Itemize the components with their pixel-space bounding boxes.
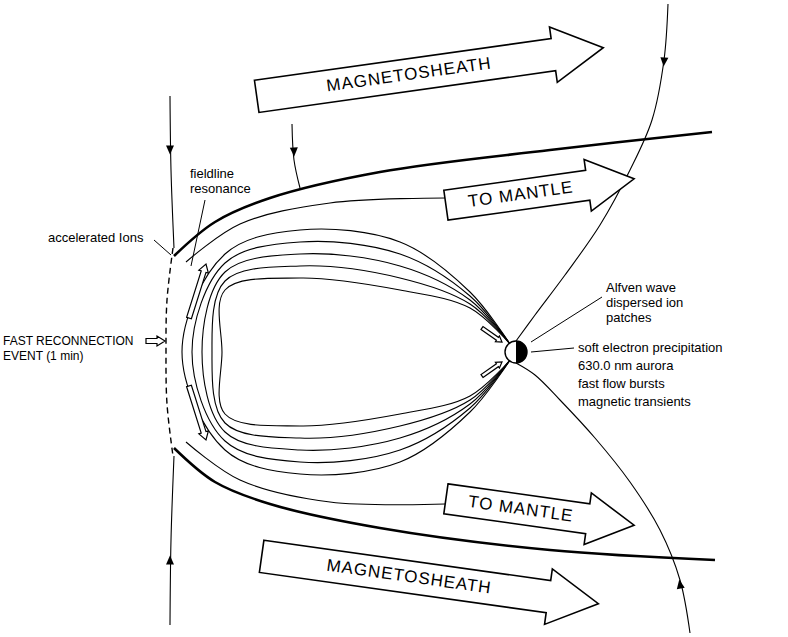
- reconnection-line: [166, 248, 173, 456]
- closed-field-line: [219, 278, 510, 426]
- field-direction-arrowhead: [290, 147, 298, 156]
- signature-label: fast flow bursts: [578, 376, 778, 391]
- block-arrow-shape: [258, 529, 602, 632]
- leader-line: [531, 297, 602, 342]
- process-label: fieldline resonance: [190, 166, 270, 196]
- mantle-flow-arrow: TO MANTLE: [442, 473, 637, 551]
- imf-line: [292, 124, 300, 188]
- signature-label: soft electron precipitation: [578, 340, 778, 355]
- earth-night-side: [516, 341, 527, 363]
- imf-line: [170, 96, 174, 248]
- leader-line: [154, 240, 171, 255]
- magnetopause-line: [174, 132, 712, 256]
- earth-symbol: [505, 341, 527, 363]
- flow-label: TO MANTLE: [450, 160, 591, 230]
- magnetosheath-flow-arrow: MAGNETOSHEATH: [253, 20, 607, 124]
- open-field-line: [186, 442, 445, 505]
- ion-patch-arrow: [481, 327, 502, 342]
- ion-flow-arrow: [187, 385, 209, 440]
- flow-label: MAGNETOSHEATH: [266, 530, 553, 625]
- feature-label: Alfven wave dispersed ion patches: [606, 280, 684, 325]
- magnetosheath-flow-arrow: MAGNETOSHEATH: [258, 529, 602, 632]
- leader-line: [191, 200, 205, 266]
- block-arrow-shape: [253, 20, 607, 124]
- block-arrow-shape: [442, 153, 637, 231]
- closed-field-line: [212, 266, 510, 438]
- signature-label: 630.0 nm aurora: [578, 358, 778, 373]
- field-direction-arrowhead: [660, 57, 668, 66]
- open-field-line: [186, 198, 445, 262]
- block-arrow-shape: [442, 473, 637, 551]
- process-label: accelerated Ions: [48, 230, 158, 245]
- ion-flow-arrow: [187, 264, 209, 319]
- flow-label: MAGNETOSHEATH: [261, 27, 558, 123]
- flow-label: TO MANTLE: [450, 474, 591, 544]
- field-direction-arrowhead: [166, 556, 174, 565]
- field-direction-arrowhead: [677, 580, 685, 590]
- closed-field-line: [182, 229, 510, 475]
- signature-label: magnetic transients: [578, 394, 778, 409]
- ion-patch-arrow: [481, 362, 502, 377]
- leader-line: [531, 348, 574, 352]
- field-direction-arrowhead: [166, 146, 174, 155]
- closed-field-line: [202, 254, 510, 451]
- mantle-flow-arrow: TO MANTLE: [442, 153, 637, 231]
- magnetopause-line: [174, 448, 715, 560]
- imf-line: [170, 456, 174, 625]
- reconnection-pointer-arrow: [146, 336, 165, 346]
- event-label: FAST RECONNECTION EVENT (1 min): [3, 334, 145, 364]
- closed-field-line: [192, 241, 510, 462]
